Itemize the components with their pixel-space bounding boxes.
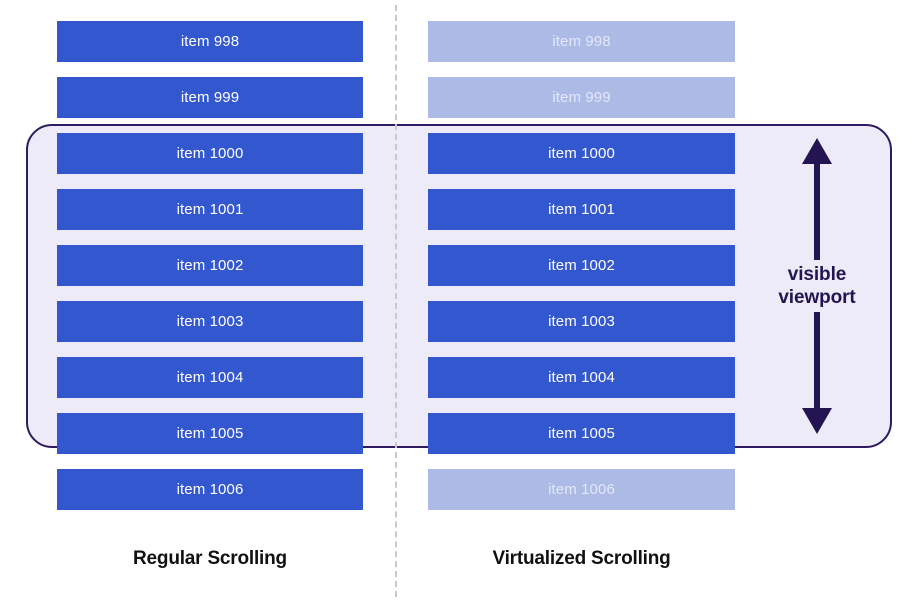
list-item[interactable]: item 999	[57, 77, 363, 118]
list-item[interactable]: item 1002	[428, 245, 735, 286]
list-item[interactable]: item 999	[428, 77, 735, 118]
column-divider	[395, 5, 397, 597]
list-item[interactable]: item 1005	[57, 413, 363, 454]
list-item-label: item 1001	[548, 201, 615, 218]
list-item[interactable]: item 1002	[57, 245, 363, 286]
visible-viewport-label: visible viewport	[778, 263, 855, 310]
list-item-label: item 1005	[176, 425, 244, 442]
list-item[interactable]: item 1003	[428, 301, 735, 342]
list-item[interactable]: item 1000	[57, 133, 363, 174]
list-item-label: item 1001	[176, 201, 244, 218]
list-item-label: item 1002	[548, 257, 615, 274]
list-item-label: item 1006	[548, 481, 615, 498]
visible-viewport-label-line2: viewport	[778, 287, 856, 308]
list-item-label: item 1006	[176, 481, 244, 498]
list-item-label: item 999	[552, 89, 611, 106]
list-item[interactable]: item 1004	[428, 357, 735, 398]
arrow-down-icon	[802, 312, 832, 434]
list-item[interactable]: item 998	[428, 21, 735, 62]
list-item[interactable]: item 1004	[57, 357, 363, 398]
list-item[interactable]: item 1001	[57, 189, 363, 230]
regular-scrolling-caption: Regular Scrolling	[133, 548, 287, 569]
list-item-label: item 1002	[176, 257, 244, 274]
list-item[interactable]: item 1000	[428, 133, 735, 174]
viewport-extent-arrows	[802, 138, 832, 434]
arrow-up-icon	[802, 138, 832, 260]
list-item-label: item 1003	[176, 313, 244, 330]
list-item-label: item 1004	[176, 369, 244, 386]
visible-viewport-label-line1: visible	[787, 263, 847, 285]
list-item[interactable]: item 1006	[57, 469, 363, 510]
list-item[interactable]: item 1005	[428, 413, 735, 454]
list-item[interactable]: item 1006	[428, 469, 735, 510]
list-item-label: item 1000	[176, 145, 244, 162]
list-item-label: item 998	[180, 33, 240, 50]
list-item[interactable]: item 998	[57, 21, 363, 62]
list-item-label: item 1005	[548, 425, 615, 442]
list-item-label: item 999	[180, 89, 240, 106]
visible-viewport-annotation: visible viewport	[752, 130, 882, 442]
list-item-label: item 1003	[548, 313, 615, 330]
virtualized-scrolling-caption: Virtualized Scrolling	[492, 548, 671, 569]
list-item[interactable]: item 1003	[57, 301, 363, 342]
list-item-label: item 998	[552, 33, 611, 50]
list-item[interactable]: item 1001	[428, 189, 735, 230]
list-item-label: item 1000	[548, 145, 615, 162]
list-item-label: item 1004	[548, 369, 615, 386]
